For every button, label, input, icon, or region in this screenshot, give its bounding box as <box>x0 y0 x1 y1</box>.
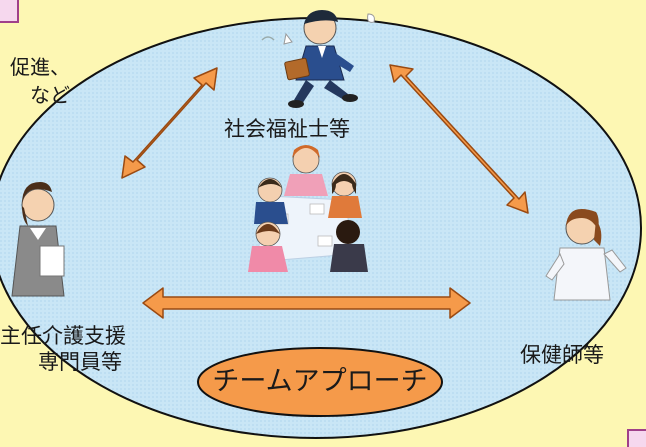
left-note-text: 促進、 など <box>0 53 70 109</box>
care-manager-label-line-1: 主任介護支援 <box>0 324 126 348</box>
corner-box-top-left <box>0 0 19 23</box>
arrow-social-worker-care-manager <box>121 67 218 179</box>
care-manager-label-line-2: 専門員等 <box>38 350 122 374</box>
care-manager-illustration <box>11 182 65 297</box>
social-worker-label: 社会福祉士等 <box>224 117 350 141</box>
left-note-line-1: 促進、 <box>10 55 70 79</box>
team-approach-badge <box>197 347 443 417</box>
team-approach-label: チームアプローチ <box>212 366 428 397</box>
team-meeting-illustration <box>248 145 368 272</box>
arrow-care-manager-nurse <box>142 287 471 319</box>
social-worker-illustration <box>261 10 375 108</box>
nurse-illustration <box>545 209 627 301</box>
nurse-label: 保健師等 <box>520 343 604 367</box>
corner-box-bottom-right <box>627 429 646 447</box>
arrow-social-worker-nurse <box>389 64 529 214</box>
left-note-line-2: など <box>30 83 70 107</box>
